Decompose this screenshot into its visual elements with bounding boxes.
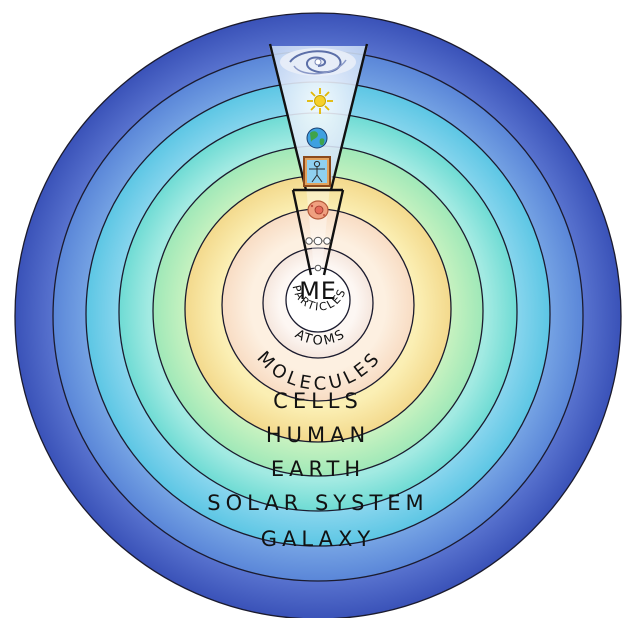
level-label-cells: CELLS: [273, 389, 363, 413]
galaxy-spiral-icon: [280, 48, 356, 76]
cell-icon: [307, 200, 329, 220]
wedge-outline: [268, 43, 369, 276]
molecule-icon: [305, 236, 331, 246]
level-label-solar-system: SOLAR SYSTEM: [207, 491, 428, 515]
level-label-earth: EARTH: [271, 457, 365, 481]
atom-icon: [314, 264, 322, 272]
level-label-galaxy: GALAXY: [261, 527, 375, 551]
earth-globe-icon: [306, 127, 328, 149]
level-label-atoms: ATOMS: [292, 327, 347, 349]
center-label-me: ME: [299, 277, 337, 305]
level-label-human: HUMAN: [266, 423, 370, 447]
sun-icon: [307, 88, 333, 114]
human-figure-icon: [303, 156, 331, 187]
wedge-sky: [269, 46, 368, 186]
